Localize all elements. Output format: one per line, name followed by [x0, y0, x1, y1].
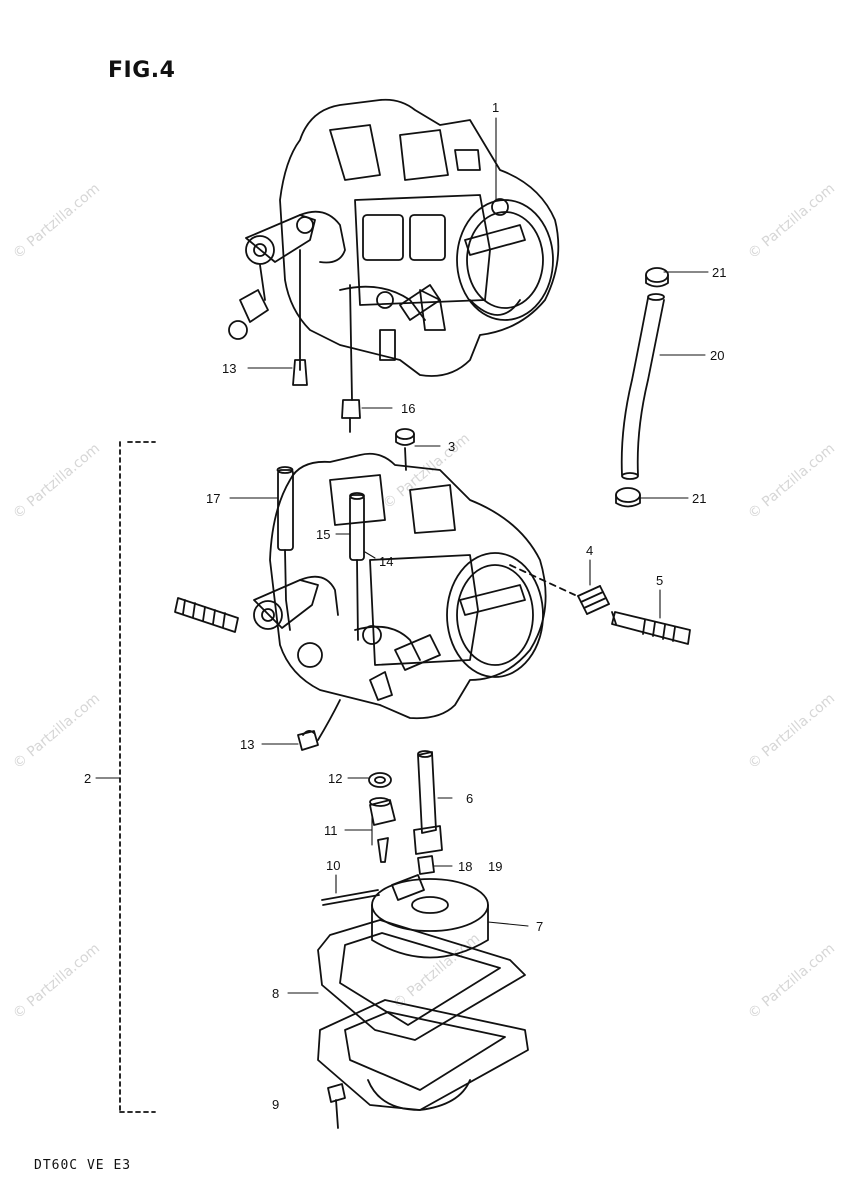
callout-3: 3 [448, 439, 455, 454]
callout-14: 14 [379, 554, 393, 569]
callout-8: 8 [272, 986, 279, 1001]
callout-13-upper: 13 [222, 361, 236, 376]
carburetor-body-2 [253, 452, 547, 720]
callout-5: 5 [656, 573, 663, 588]
float-bowl [317, 999, 529, 1111]
callout-9: 9 [272, 1097, 279, 1112]
leader-lines [95, 117, 709, 994]
carburetor-assembly-upper [228, 98, 560, 377]
nut-13-lower [297, 699, 341, 751]
callout-10: 10 [326, 858, 340, 873]
screw-3 [395, 428, 415, 471]
callout-11: 11 [324, 823, 338, 838]
pilot-jet-left [174, 597, 239, 633]
callout-2: 2 [84, 771, 91, 786]
float-arm [391, 874, 425, 901]
callout-20: 20 [710, 348, 724, 363]
gasket-8 [317, 919, 526, 1041]
callout-17: 17 [206, 491, 220, 506]
hose-clamp-21-lower [615, 487, 641, 508]
callout-1: 1 [492, 100, 499, 115]
needle-valve-11 [369, 797, 396, 863]
main-jet-18-19 [417, 855, 435, 875]
float-pin-10 [321, 889, 380, 906]
callout-19: 19 [488, 859, 502, 874]
tube-15-14 [349, 492, 365, 641]
adjuster-screw-13-upper [292, 249, 308, 386]
fuel-hose-20 [620, 293, 665, 480]
bracket-2 [119, 441, 156, 1113]
callout-4: 4 [586, 543, 593, 558]
float-7 [371, 878, 489, 959]
callout-21-upper: 21 [712, 265, 726, 280]
hose-clamp-21-upper [645, 267, 669, 288]
callout-21-lower: 21 [692, 491, 706, 506]
main-nozzle-6 [413, 750, 443, 855]
callout-18: 18 [458, 859, 472, 874]
spring-4 [577, 585, 610, 615]
callout-16: 16 [401, 401, 415, 416]
screw-9 [327, 1083, 346, 1129]
callout-6: 6 [466, 791, 473, 806]
adjuster-screw-16 [341, 284, 361, 433]
figure-title: FIG.4 [108, 58, 176, 83]
callout-12: 12 [328, 771, 342, 786]
callout-13-lower: 13 [240, 737, 254, 752]
callout-15: 15 [316, 527, 330, 542]
model-code: DT60C VE E3 [34, 1158, 132, 1173]
callout-labels: 1 2 3 4 5 6 7 8 9 10 11 12 13 13 14 15 1… [84, 100, 726, 1112]
callout-7: 7 [536, 919, 543, 934]
assembly-line [509, 564, 576, 596]
tube-17 [276, 466, 294, 631]
idle-screw-5 [611, 611, 691, 645]
washer-12 [368, 772, 392, 788]
